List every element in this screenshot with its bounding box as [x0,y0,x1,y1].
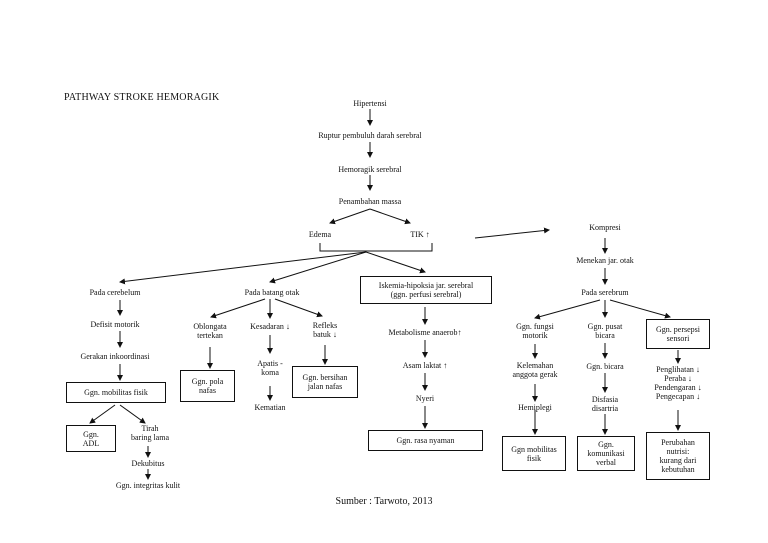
node-penginderaan-menurun: Penglihatan ↓ Peraba ↓ Pendengaran ↓ Pen… [654,365,702,401]
node-tirah-baring: Tirah baring lama [131,424,169,442]
diagnosis-box-adl: Ggn. ADL [66,425,116,452]
node-defisit-motorik: Defisit motorik [90,320,140,329]
node-ruptur: Ruptur pembuluh darah serebral [318,131,422,140]
node-menekan: Menekan jar. otak [576,256,634,265]
node-kesadaran: Kesadaran ↓ [250,322,290,331]
diagnosis-box-perubahan-nutrisi: Perubahan nutrisi: kurang dari kebutuhan [646,432,710,480]
node-oblongata-tertekan: Oblongata tertekan [193,322,227,340]
diagnosis-box-rasa-nyaman: Ggn. rasa nyaman [368,430,483,451]
node-kematian: Kematian [254,403,286,412]
node-penambahan: Penambahan massa [338,197,402,206]
diagnosis-box-persepsi-sensori: Ggn. persepsi sensori [646,319,710,349]
node-ggn-integritas-kulit: Ggn. integritas kulit [115,481,181,490]
node-apatis-koma: Apatis - koma [257,359,283,377]
node-hemiplegi: Hemiplegi [518,403,552,412]
node-metabolisme-anaerob: Metabolisme anaerob↑ [388,328,462,337]
node-kelemahan-anggota-gerak: Kelemahan anggota gerak [512,361,558,379]
node-edema: Edema [308,230,332,239]
diagnosis-box-komunikasi-verbal: Ggn. komunikasi verbal [577,436,635,471]
node-refleks-batuk: Refleks batuk ↓ [312,321,338,339]
node-pada-cerebelum: Pada cerebelum [89,288,141,297]
diagnosis-box-pola-nafas: Ggn. pola nafas [180,370,235,402]
node-pada-batang-otak: Pada batang otak [244,288,300,297]
node-gerakan-inkoordinasi: Gerakan inkoordinasi [80,352,150,361]
node-hemoragik: Hemoragik serebral [338,165,402,174]
node-ggn-pusat-bicara: Ggn. pusat bicara [587,322,623,340]
node-disfasia-disartria: Disfasia disartria [591,395,619,413]
node-pada-serebrum: Pada serebrum [581,288,629,297]
diagnosis-box-mobilitas-fisik-1: Ggn. mobilitas fisik [66,382,166,403]
diagram-title: PATHWAY STROKE HEMORAGIK [64,92,220,103]
node-iskemia-hipoksia: Iskemia-hipoksia jar. serebral (ggn. per… [360,276,492,304]
node-tik: TIK ↑ [410,230,430,239]
node-asam-laktat: Asam laktat ↑ [402,361,448,370]
source-citation: Sumber : Tarwoto, 2013 [335,496,433,507]
node-ggn-fungsi-motorik: Ggn. fungsi motorik [516,322,554,340]
node-hipertensi: Hipertensi [353,99,387,108]
node-dekubitus: Dekubitus [131,459,165,468]
diagnosis-box-bersihan-jalan-nafas: Ggn. bersihan jalan nafas [292,366,358,398]
node-ggn-bicara: Ggn. bicara [586,362,624,371]
node-nyeri: Nyeri [415,394,435,403]
diagnosis-box-mobilitas-fisik-2: Ggn mobilitas fisik [502,436,566,471]
node-kompresi: Kompresi [589,223,621,232]
